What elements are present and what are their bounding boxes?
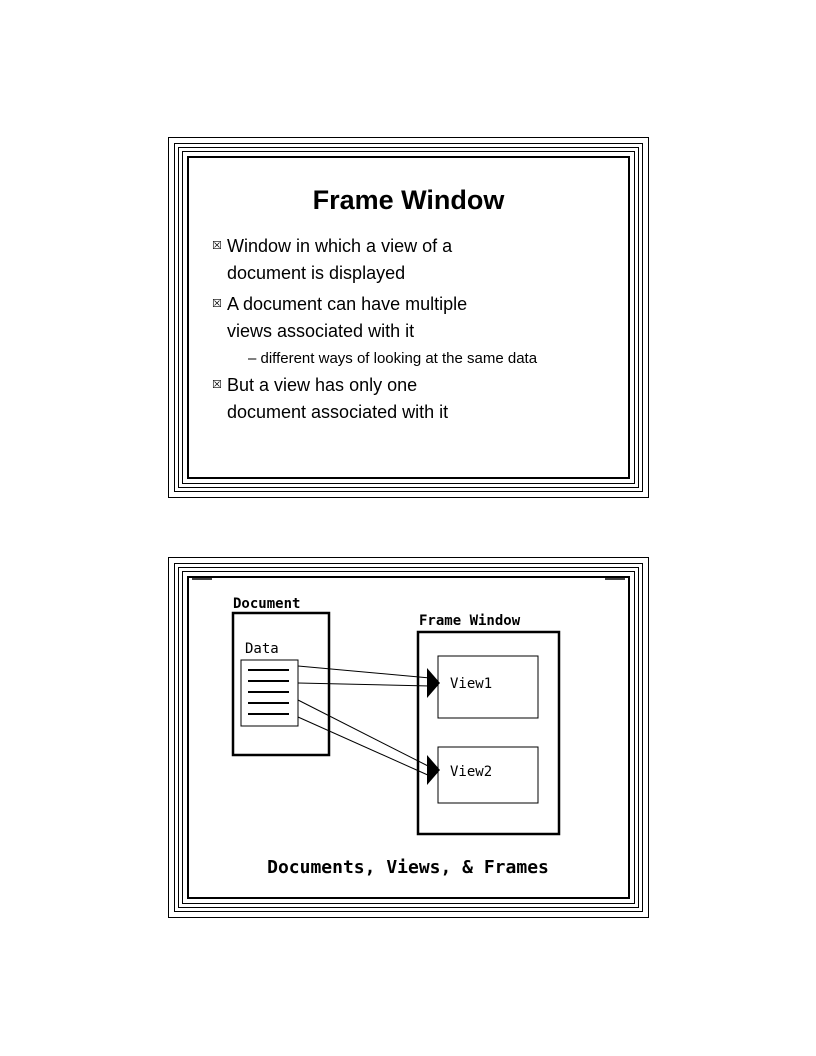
bullet-line: Window in which a view of a xyxy=(227,236,453,256)
slide-frame-window: Frame Window ☒ Window in which a view of… xyxy=(168,137,649,498)
view1-label: View1 xyxy=(450,676,492,692)
view2-box xyxy=(437,746,539,804)
bullet-line: But a view has only one xyxy=(227,375,418,395)
arrowhead-icon xyxy=(427,755,440,785)
slide-title: Frame Window xyxy=(312,185,505,215)
bullet-list: ☒ Window in which a view of a document i… xyxy=(212,233,612,430)
data-lines-icon xyxy=(248,669,289,715)
arrow-to-view2 xyxy=(297,699,431,777)
view2-label: View2 xyxy=(450,764,492,780)
slide-border xyxy=(168,557,649,918)
bullet-line: A document can have multiple xyxy=(227,294,468,314)
checkbox-x-icon: ☒ xyxy=(212,239,222,252)
slide-border xyxy=(168,137,649,498)
arrowhead-icon xyxy=(427,668,440,698)
bullet-line: document is displayed xyxy=(227,263,406,283)
checkbox-x-icon: ☒ xyxy=(212,297,222,310)
bullet-line: views associated with it xyxy=(227,321,415,341)
diagram: Document Data Frame Window View1 View2 xyxy=(168,557,649,918)
diagram-caption: Documents, Views, & Frames xyxy=(267,857,549,878)
checkbox-x-icon: ☒ xyxy=(212,378,222,391)
bullet-item: ☒ But a view has only one document assoc… xyxy=(212,372,612,426)
data-label: Data xyxy=(245,641,279,657)
view1-box xyxy=(437,655,539,719)
bullet-line: document associated with it xyxy=(227,402,449,422)
frame-window-label: Frame Window xyxy=(419,613,521,629)
bullet-item: ☒ Window in which a view of a document i… xyxy=(212,233,612,287)
arrow-to-view1 xyxy=(297,665,431,687)
document-label: Document xyxy=(233,596,300,612)
sub-bullet: – different ways of looking at the same … xyxy=(248,350,538,367)
bullet-item: ☒ A document can have multiple views ass… xyxy=(212,291,612,345)
slide-documents-views-frames: Document Data Frame Window View1 View2 xyxy=(168,557,649,918)
